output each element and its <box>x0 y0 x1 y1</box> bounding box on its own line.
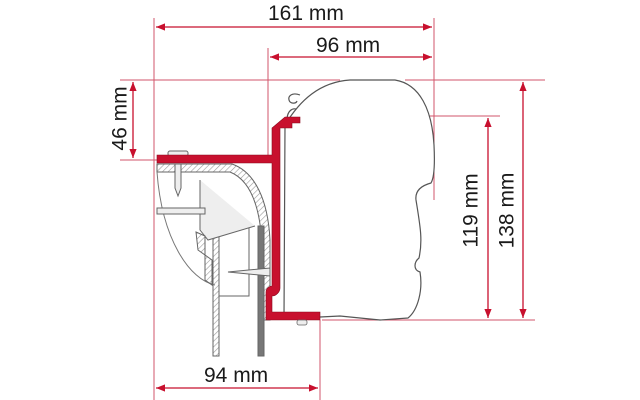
label-46mm: 46 mm <box>108 86 132 151</box>
label-161mm: 161 mm <box>268 2 344 25</box>
wall-profile <box>156 150 271 357</box>
label-138mm: 138 mm <box>495 172 519 249</box>
label-119mm: 119 mm <box>459 173 483 248</box>
mounting-bracket <box>156 116 321 321</box>
awning-housing <box>283 79 435 321</box>
label-96mm: 96 mm <box>316 34 381 57</box>
dimension-arrows <box>129 23 527 392</box>
bracket-foot <box>296 319 308 326</box>
label-94mm: 94 mm <box>204 364 269 387</box>
